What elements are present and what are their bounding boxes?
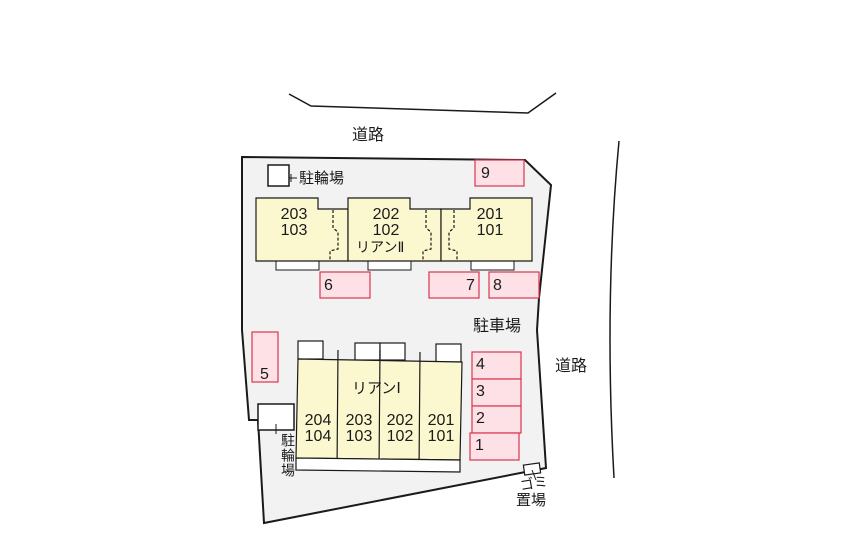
building-2 xyxy=(255,197,533,271)
east-road-edge xyxy=(609,140,620,479)
garbage-box xyxy=(522,462,542,476)
building-1-name: リアンⅠ xyxy=(352,379,401,397)
north-road-label: 道路 xyxy=(352,125,385,144)
parking-number-9: 9 xyxy=(481,165,490,182)
bike-parking-top-label: 駐輪場 xyxy=(299,169,345,187)
parking-number-6: 6 xyxy=(324,277,333,294)
parking-space-6 xyxy=(319,271,371,299)
parking-number-1: 1 xyxy=(475,437,484,454)
parking-number-2: 2 xyxy=(476,410,485,427)
parking-space-7 xyxy=(428,271,480,299)
building-1 xyxy=(295,340,463,473)
parking-space-5 xyxy=(251,331,279,383)
north-road-edge xyxy=(288,92,557,114)
parking-number-4: 4 xyxy=(476,356,485,373)
bike-parking-top-box xyxy=(267,164,290,187)
parking-space-9 xyxy=(474,159,525,187)
parking-number-7: 7 xyxy=(466,277,475,294)
parking-space-8 xyxy=(488,271,540,299)
parking-space-3 xyxy=(471,378,522,407)
building-2-name: リアンⅡ xyxy=(356,240,405,256)
parking-number-3: 3 xyxy=(476,383,485,400)
parking-lot-label: 駐車場 xyxy=(473,316,522,335)
parking-spaces xyxy=(251,159,540,461)
bike-parking-left-label: 駐輪場 xyxy=(279,433,295,478)
parking-number-8: 8 xyxy=(493,277,502,294)
parking-number-5: 5 xyxy=(260,366,269,383)
parking-space-1 xyxy=(469,432,520,461)
garbage-area-label-2: 置場 xyxy=(516,491,547,509)
parking-space-4 xyxy=(471,351,522,380)
east-road-label: 道路 xyxy=(555,356,588,375)
parking-space-2 xyxy=(471,405,522,434)
